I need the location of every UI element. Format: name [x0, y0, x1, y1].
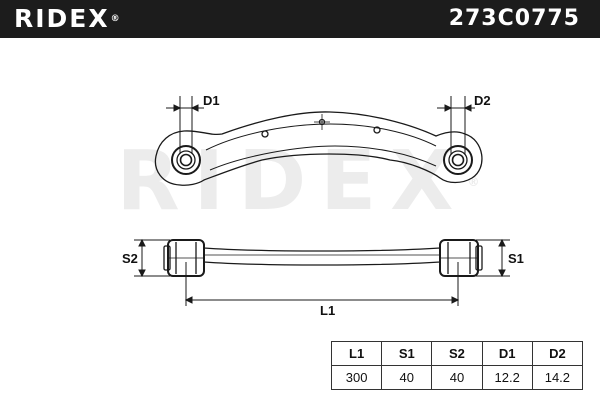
spec-value-cell: 12.2	[481, 365, 533, 390]
brand-name: RIDEX	[14, 4, 110, 33]
spec-header-cell: D1	[481, 341, 533, 366]
brand-logo: RIDEX®	[14, 5, 120, 33]
arm-top-view	[154, 111, 483, 186]
right-bushing-outer	[443, 145, 473, 175]
spec-value-cell: 40	[381, 365, 433, 390]
label-l1: L1	[320, 303, 336, 318]
spec-value-cell: 14.2	[531, 365, 584, 390]
arm-rod	[203, 247, 441, 266]
left-bushing-outer	[171, 145, 201, 175]
arm-lower-edge	[209, 145, 437, 171]
label-d1: D1	[203, 93, 220, 108]
label-s1: S1	[508, 251, 524, 266]
left-bushing-hole	[179, 153, 193, 167]
dimension-d2	[437, 96, 475, 154]
spec-header-cell: D2	[531, 341, 584, 366]
brand-registered-mark: ®	[110, 14, 120, 24]
header-bar: RIDEX® 273C0775	[0, 0, 600, 38]
arm-side-view	[163, 239, 483, 277]
spec-value-cell: 300	[330, 365, 383, 390]
spec-value-cell: 40	[431, 365, 483, 390]
arm-outline	[154, 111, 483, 186]
spec-header-cell: L1	[330, 341, 383, 366]
arm-hole-1	[261, 130, 269, 138]
spec-header-cell: S2	[431, 341, 483, 366]
dimension-s1	[476, 238, 510, 278]
right-bushing-ring	[448, 150, 468, 170]
spec-header-cell: S1	[381, 341, 433, 366]
part-number: 273C0775	[448, 6, 580, 31]
spec-table: L1 S1 S2 D1 D2 300 40 40 12.2 14.2	[330, 341, 584, 390]
left-bushing-ring	[176, 150, 196, 170]
right-bushing-hole	[451, 153, 465, 167]
arm-inner-edge	[205, 123, 437, 151]
label-s2: S2	[122, 251, 138, 266]
dimension-d1	[166, 96, 204, 154]
spec-header-row: L1 S1 S2 D1 D2	[330, 341, 584, 366]
dimension-s2	[134, 238, 170, 278]
dimension-l1	[184, 262, 460, 306]
spec-value-row: 300 40 40 12.2 14.2	[330, 365, 584, 390]
label-d2: D2	[474, 93, 491, 108]
arm-hole-2	[373, 126, 381, 134]
